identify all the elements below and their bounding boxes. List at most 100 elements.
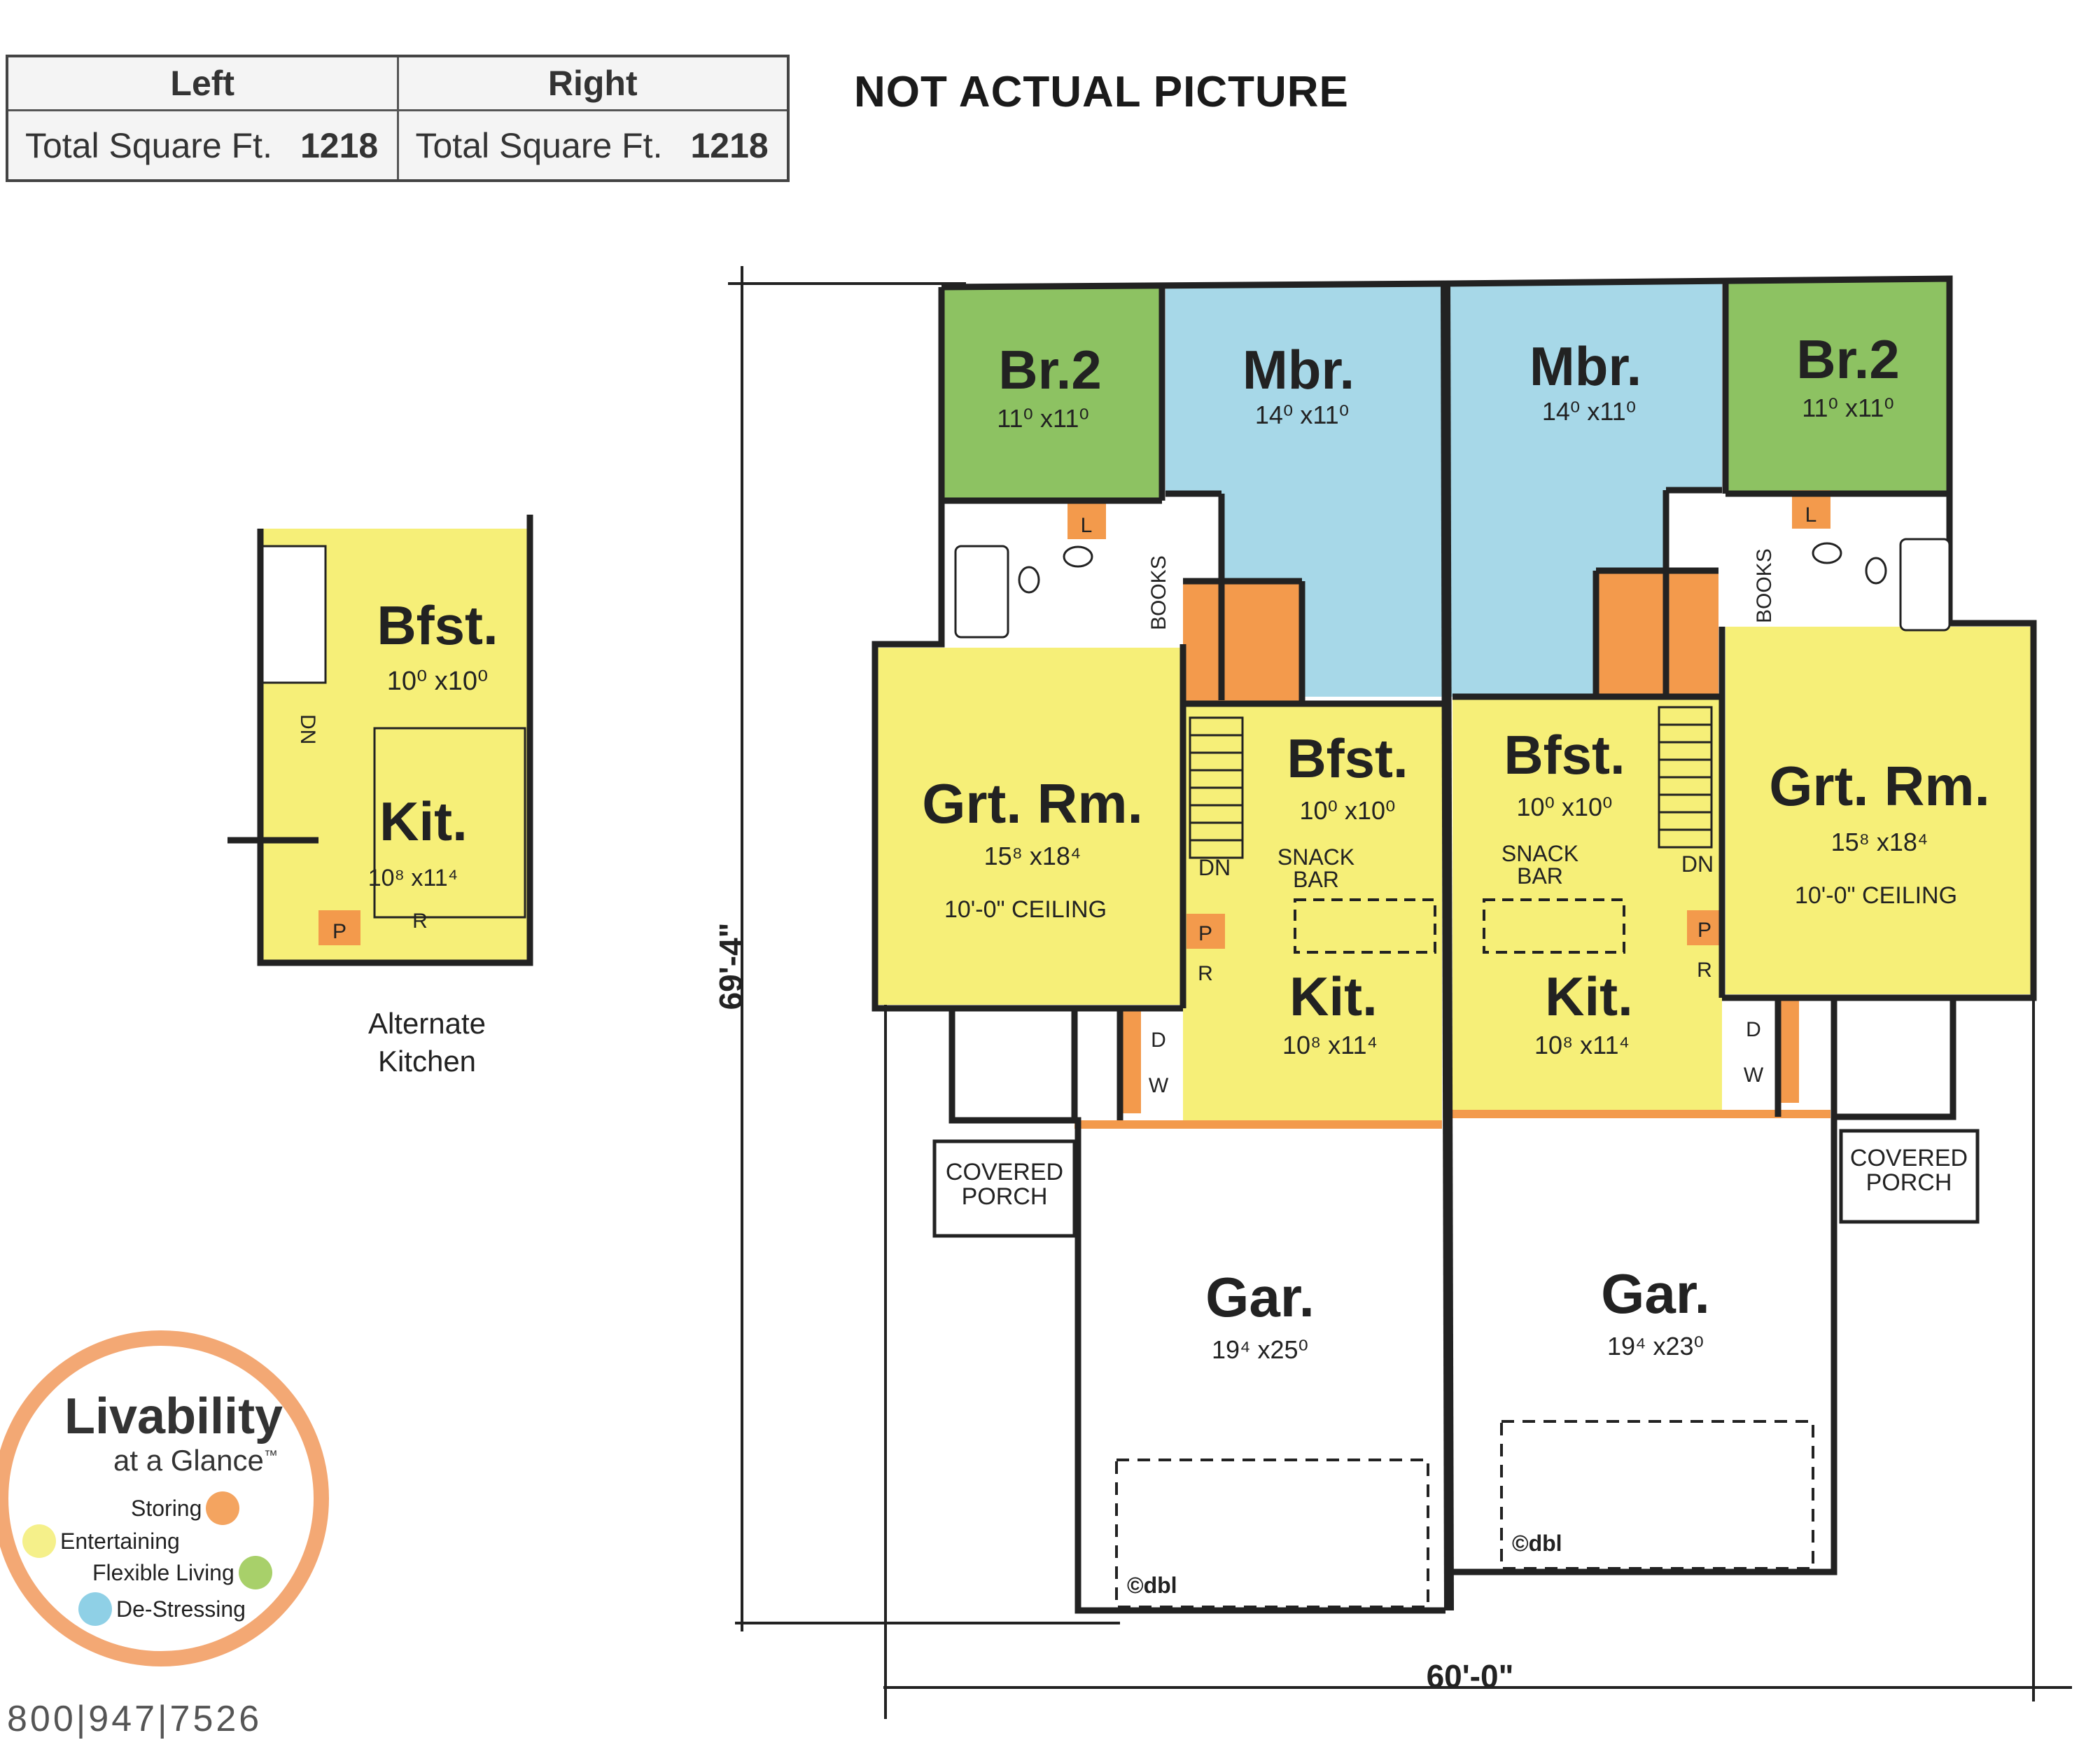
right-tub [1899, 538, 1951, 632]
alternate-kitchen-plan [227, 515, 533, 966]
livability-subtitle: at a Glance™ [113, 1444, 278, 1477]
flexible-label: Flexible Living [92, 1559, 234, 1585]
right-grt-size: 15⁸ x18⁴ [1831, 828, 1928, 856]
left-br2-label: Br.2 [998, 339, 1101, 401]
left-sink [1063, 545, 1093, 568]
alt-caption-line1: Alternate [368, 1007, 486, 1040]
right-washer-label: W [1744, 1064, 1764, 1087]
right-sqft-label: Total Square Ft. [415, 125, 663, 165]
destressing-dot [78, 1592, 112, 1626]
legend-entertaining: Entertaining [22, 1524, 180, 1558]
right-kit-size: 10⁸ x11⁴ [1534, 1031, 1630, 1059]
left-closet-fill [1183, 581, 1302, 704]
left-mbr-size: 14⁰ x11⁰ [1255, 401, 1349, 429]
legend-storing: Storing [131, 1491, 240, 1525]
legend-flexible: Flexible Living [92, 1556, 272, 1589]
livability-title: Livability [64, 1388, 284, 1445]
alt-pantry-label: P [332, 920, 346, 943]
alt-bfst-size: 10⁰ x10⁰ [387, 667, 489, 696]
right-mbr-fill [1446, 284, 1722, 490]
left-unit [875, 284, 1442, 1129]
right-grt-ceiling: 10'-0" CEILING [1795, 882, 1957, 909]
right-porch-label-2: PORCH [1866, 1169, 1952, 1196]
left-pantry-fill [1186, 914, 1225, 949]
left-fridge-label: R [1198, 962, 1213, 985]
alt-fridge-label: R [412, 910, 428, 933]
right-br2-label: Br.2 [1796, 328, 1899, 390]
left-toilet [1018, 566, 1040, 594]
left-dn-label: DN [1198, 855, 1231, 880]
right-books-label: BOOKS [1753, 548, 1776, 623]
right-stairs [1658, 706, 1713, 849]
right-porch-label-1: COVERED [1850, 1145, 1968, 1171]
right-unit [1446, 280, 2033, 1118]
right-bfst-size: 10⁰ x10⁰ [1517, 793, 1613, 821]
left-washer-label: W [1149, 1074, 1169, 1097]
alt-caption-line2: Kitchen [377, 1045, 477, 1078]
dimension-lines [728, 266, 2072, 1719]
right-closet-fill [1596, 571, 1718, 697]
left-stairs [1189, 716, 1244, 859]
left-grt-ceiling: 10'-0" CEILING [944, 896, 1107, 923]
right-pantry-fill [1687, 910, 1722, 945]
destressing-label: De-Stressing [116, 1596, 246, 1622]
left-kit-size: 10⁸ x11⁴ [1282, 1031, 1378, 1059]
left-gar-label: Gar. [1205, 1266, 1315, 1328]
left-grt-fill [875, 648, 1183, 1005]
phone-number: 800|947|7526 [7, 1699, 262, 1739]
depth-dimension: 69'-4" [713, 923, 749, 1010]
right-grt-label: Grt. Rm. [1769, 755, 1990, 817]
livability-tm: ™ [263, 1448, 278, 1463]
entertaining-dot [22, 1524, 56, 1558]
alt-pantry-fill [318, 910, 360, 945]
right-garage-door [1500, 1420, 1814, 1570]
right-garage-edge [1452, 1110, 1830, 1118]
square-footage-table: Left Right Total Square Ft.1218 Total Sq… [6, 55, 790, 182]
right-fridge-label: R [1697, 959, 1712, 982]
livability-subtitle-text: at a Glance [113, 1444, 264, 1477]
left-bfst-label: Bfst. [1287, 728, 1408, 789]
left-snack-bar-label-1: SNACK [1278, 844, 1354, 870]
right-bfst-label: Bfst. [1504, 724, 1625, 786]
right-grt-fill [1726, 627, 2033, 994]
right-kit-label: Kit. [1545, 966, 1633, 1027]
legend-destressing: De-Stressing [78, 1592, 246, 1626]
right-mbr-label: Mbr. [1530, 335, 1642, 397]
right-toilet [1865, 557, 1887, 585]
left-snack-bar [1294, 898, 1436, 954]
right-header: Right [396, 55, 790, 112]
left-dryer-label: D [1151, 1029, 1166, 1052]
alt-dn-label: DN [296, 714, 319, 744]
left-porch-label-2: PORCH [962, 1183, 1048, 1210]
right-pantry-label: P [1698, 919, 1712, 942]
left-tub [954, 545, 1009, 639]
livability-badge: Livability at a Glance™ Storing Entertai… [0, 1330, 329, 1666]
flexible-dot [238, 1556, 272, 1589]
left-kit-fill [1183, 704, 1442, 1120]
left-garage-door [1115, 1459, 1429, 1608]
left-bfst-size: 10⁰ x10⁰ [1300, 796, 1396, 825]
right-gar-label: Gar. [1601, 1262, 1710, 1325]
width-dimension: 60'-0" [1427, 1658, 1514, 1694]
left-pantry-label: P [1198, 922, 1212, 945]
entertaining-label: Entertaining [60, 1528, 180, 1554]
right-snack-bar [1483, 898, 1625, 954]
right-copyright: ©dbl [1512, 1531, 1562, 1556]
right-sqft-value: 1218 [690, 125, 769, 165]
left-mbr-fill [1166, 284, 1442, 494]
left-mbr-label: Mbr. [1242, 339, 1354, 401]
right-kit-fill [1452, 697, 1722, 1110]
right-snack-bar-label-1: SNACK [1502, 841, 1578, 866]
right-mbr-size: 14⁰ x11⁰ [1542, 397, 1636, 426]
left-grt-label: Grt. Rm. [922, 772, 1143, 835]
right-snack-bar-label-2: BAR [1517, 863, 1563, 889]
right-dryer-label: D [1746, 1018, 1761, 1041]
left-laundry-label: L [1081, 514, 1093, 537]
right-sqft-cell: Total Square Ft. 1218 [396, 109, 790, 182]
left-grt-size: 15⁸ x18⁴ [984, 842, 1082, 870]
right-sink [1812, 542, 1842, 564]
left-garage-edge [1074, 1120, 1442, 1129]
right-br2-fill [1726, 280, 1949, 494]
left-br2-size: 11⁰ x11⁰ [997, 404, 1089, 433]
